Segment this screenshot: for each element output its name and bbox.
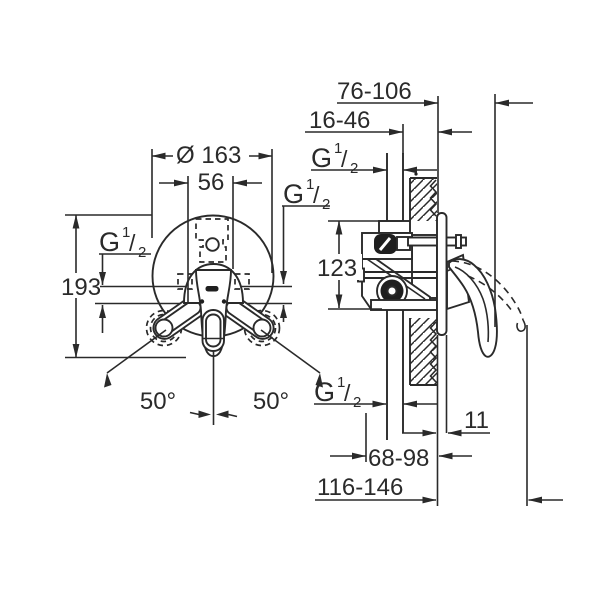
thread-g: G	[314, 377, 335, 407]
vertex-arrow-right	[216, 410, 229, 418]
thread-slash: /	[344, 380, 351, 406]
side-view	[357, 153, 526, 440]
dim-range-mid-label: 68-98	[368, 445, 429, 472]
wall-section	[409, 172, 438, 386]
dim-thread-left: G 1 / 2	[99, 224, 151, 333]
front-view: 50° 50°	[95, 214, 323, 425]
dim-spacing-label: 56	[198, 169, 225, 196]
dim-depth-min-label: 16-46	[309, 107, 370, 134]
thread-g: G	[283, 179, 304, 209]
dim-thread-right: G 1 / 2	[280, 176, 330, 322]
extension-lines	[65, 94, 528, 506]
wall-reference-dot	[414, 172, 418, 176]
handle-side	[446, 253, 526, 358]
lever-slot	[205, 286, 219, 292]
lever-dot-right	[221, 299, 227, 304]
thread-slash: /	[341, 146, 348, 172]
angle-arrow-left	[104, 373, 112, 388]
dim-depth-min: 16-46	[305, 107, 472, 136]
fixing-screw	[407, 234, 467, 249]
thread-slash: /	[129, 230, 136, 256]
thread-slash: /	[313, 182, 320, 208]
dim-depth-max: 76-106	[337, 78, 533, 107]
handle-swing-tip	[516, 319, 526, 332]
dim-plate-depth-label: 11	[464, 407, 489, 434]
angle-dimension: 50° 50°	[104, 329, 323, 425]
dim-spacing: 56	[159, 169, 262, 196]
handle-blade	[448, 258, 498, 358]
thread-sup: 1	[306, 176, 314, 193]
valve-body	[357, 220, 467, 311]
escutcheon-plate-side	[436, 212, 448, 336]
dim-diameter-label: Ø 163	[176, 142, 241, 169]
dim-body-height-label: 123	[317, 255, 357, 282]
thread-g: G	[99, 227, 120, 257]
vertex-arrow-left	[198, 410, 211, 418]
lever-handle	[195, 269, 232, 358]
thread-sub: 2	[322, 196, 330, 213]
dim-height-label: 193	[61, 274, 101, 301]
dim-height: 193	[59, 214, 101, 358]
dim-range-total: 116-146	[315, 474, 563, 504]
left-ear-dashed	[177, 273, 193, 290]
dim-body-height: 123	[314, 220, 362, 309]
angle-arrow-right	[315, 373, 323, 388]
dim-thread-bottom: G 1 / 2	[314, 374, 438, 411]
dim-range-total-label: 116-146	[317, 474, 403, 501]
dim-plate-depth: 11	[402, 407, 490, 437]
dim-thread-top: G 1 / 2	[311, 140, 437, 177]
thread-sub: 2	[350, 160, 358, 177]
dim-range-mid: 68-98	[330, 445, 472, 472]
angle-left-label: 50°	[140, 388, 176, 415]
thread-sup: 1	[334, 140, 342, 157]
thread-sup: 1	[337, 374, 345, 391]
thread-sub: 2	[138, 244, 146, 261]
angle-right-label: 50°	[253, 388, 289, 415]
dim-diameter: Ø 163	[151, 142, 273, 169]
union-left-nut	[154, 318, 174, 338]
union-right-nut	[252, 318, 272, 338]
thread-sub: 2	[353, 394, 361, 411]
thread-sup: 1	[122, 224, 130, 241]
right-ear-dashed	[234, 273, 250, 290]
dimensions: Ø 163 56 193 123 76-106	[59, 78, 563, 506]
lever-dot-left	[199, 299, 205, 304]
cartridge-dashed	[195, 218, 229, 263]
thread-g: G	[311, 143, 332, 173]
pipes	[386, 153, 404, 440]
dim-depth-max-label: 76-106	[337, 78, 412, 105]
